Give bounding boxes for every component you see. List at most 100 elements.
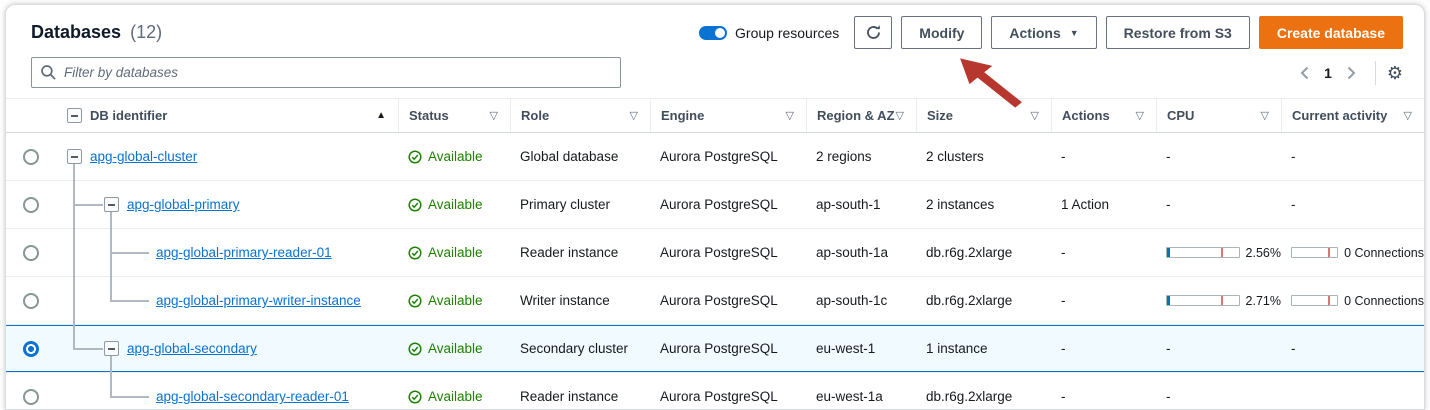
activity-cell: 0 Connections: [1281, 246, 1424, 260]
gear-icon[interactable]: ⚙: [1386, 62, 1403, 83]
db-identifier-link[interactable]: apg-global-primary-writer-instance: [156, 293, 361, 308]
actions-button[interactable]: Actions ▼: [991, 16, 1097, 49]
row-radio[interactable]: [23, 388, 39, 405]
column-label: Current activity: [1292, 108, 1388, 123]
region-cell: ap-south-1a: [816, 245, 889, 260]
role-cell: Global database: [520, 149, 619, 164]
group-resources-control: Group resources: [699, 25, 839, 41]
pending-actions-link[interactable]: 1 Action: [1061, 197, 1110, 212]
tree-line: [110, 252, 149, 254]
cpu-meter-fill: [1167, 248, 1170, 257]
actions-cell: -: [1061, 293, 1066, 308]
column-db-identifier: DB identifier ▲: [50, 99, 398, 132]
column-label: Role: [521, 108, 550, 123]
region-cell: eu-west-1a: [816, 389, 883, 404]
connections-meter: [1291, 295, 1339, 306]
refresh-button[interactable]: [854, 16, 893, 49]
actions-cell: -: [1061, 245, 1066, 260]
db-identifier-link[interactable]: apg-global-primary: [127, 197, 240, 212]
divider: [1374, 60, 1376, 85]
header-select-all: [6, 99, 50, 132]
table-row[interactable]: apg-global-secondary-reader-01 Available…: [6, 373, 1424, 409]
activity-cell: 0 Connections: [1281, 294, 1424, 308]
table-row[interactable]: apg-global-primary-writer-instance Avail…: [6, 277, 1424, 325]
cpu-cell: -: [1166, 389, 1171, 404]
check-circle-icon: [408, 293, 422, 308]
filter-box: [31, 57, 621, 88]
databases-panel: Databases (12) Group resources Modify Ac…: [5, 4, 1425, 410]
collapse-row-icon[interactable]: [104, 341, 119, 356]
current-page[interactable]: 1: [1324, 64, 1332, 81]
cpu-meter: [1166, 247, 1240, 258]
db-identifier-link[interactable]: apg-global-secondary: [127, 341, 257, 356]
create-database-button[interactable]: Create database: [1258, 16, 1403, 49]
actions-cell: 1 Action: [1051, 197, 1156, 212]
sort-icon[interactable]: ▽: [895, 110, 904, 122]
engine-cell: Aurora PostgreSQL: [660, 197, 778, 212]
restore-from-s3-button[interactable]: Restore from S3: [1105, 16, 1250, 49]
engine-cell: Aurora PostgreSQL: [660, 293, 778, 308]
status-badge: Available: [428, 293, 483, 308]
group-resources-label: Group resources: [735, 24, 840, 41]
activity-cell: -: [1291, 149, 1296, 164]
role-cell: Secondary cluster: [520, 341, 629, 356]
modify-button[interactable]: Modify: [901, 16, 983, 49]
tree-line: [110, 356, 112, 397]
collapse-all-icon[interactable]: [67, 108, 82, 123]
size-cell: 1 instance: [926, 341, 988, 356]
cpu-cell: 2.56%: [1156, 246, 1281, 260]
next-page-button[interactable]: [1340, 61, 1364, 85]
table-row[interactable]: apg-global-primary-reader-01 Available R…: [6, 229, 1424, 277]
sort-icon[interactable]: ▽: [785, 110, 794, 122]
engine-cell: Aurora PostgreSQL: [660, 389, 778, 404]
cpu-cell: -: [1166, 341, 1171, 356]
db-identifier-link[interactable]: apg-global-secondary-reader-01: [156, 389, 349, 404]
collapse-row-icon[interactable]: [104, 197, 119, 212]
row-radio[interactable]: [23, 292, 39, 309]
db-identifier-link[interactable]: apg-global-cluster: [90, 149, 198, 164]
row-radio[interactable]: [23, 244, 39, 261]
db-identifier-link[interactable]: apg-global-primary-reader-01: [156, 245, 332, 260]
row-radio-selected[interactable]: [23, 340, 39, 357]
table-row[interactable]: apg-global-cluster Available Global data…: [6, 133, 1424, 181]
group-resources-toggle[interactable]: [699, 25, 728, 40]
sort-icon[interactable]: ▽: [1260, 110, 1269, 122]
status-badge: Available: [428, 197, 483, 212]
cpu-cell: 2.71%: [1156, 294, 1281, 308]
cpu-cell: -: [1166, 197, 1171, 212]
region-cell: ap-south-1: [816, 197, 881, 212]
region-cell: 2 regions: [816, 149, 872, 164]
sort-icon[interactable]: ▽: [1403, 110, 1412, 122]
activity-cell: -: [1291, 341, 1296, 356]
cpu-threshold-marker: [1221, 296, 1224, 305]
table-row[interactable]: apg-global-primary Available Primary clu…: [6, 181, 1424, 229]
caret-down-icon: ▼: [1069, 27, 1079, 38]
cpu-meter: [1166, 295, 1240, 306]
sort-icon[interactable]: ▽: [629, 110, 638, 122]
cpu-threshold-marker: [1221, 248, 1224, 257]
collapse-row-icon[interactable]: [67, 149, 82, 164]
filter-toolbar: 1 ⚙: [6, 53, 1424, 98]
sort-icon[interactable]: ▽: [489, 110, 498, 122]
engine-cell: Aurora PostgreSQL: [660, 149, 778, 164]
row-radio[interactable]: [23, 196, 39, 213]
table-header: DB identifier ▲ Status ▽ Role ▽ Engine ▽…: [6, 98, 1424, 133]
column-status: Status ▽: [398, 99, 510, 132]
role-cell: Reader instance: [520, 245, 619, 260]
header-toolbar: Databases (12) Group resources Modify Ac…: [6, 5, 1424, 53]
page-title: Databases (12): [31, 22, 162, 43]
table-row-selected[interactable]: apg-global-secondary Available Secondary…: [6, 325, 1424, 373]
column-label: Status: [409, 108, 449, 123]
sort-icon[interactable]: ▽: [1135, 110, 1144, 122]
header-actions: Group resources Modify Actions ▼ Restore…: [699, 16, 1403, 49]
tree-line: [110, 300, 149, 302]
size-cell: db.r6g.2xlarge: [926, 293, 1013, 308]
role-cell: Primary cluster: [520, 197, 611, 212]
filter-input[interactable]: [31, 57, 621, 88]
sort-icon[interactable]: ▽: [1030, 110, 1039, 122]
row-radio[interactable]: [23, 148, 39, 165]
cpu-cell: -: [1166, 149, 1171, 164]
sort-ascending-icon[interactable]: ▲: [376, 110, 386, 121]
previous-page-button[interactable]: [1292, 61, 1316, 85]
column-label: Region & AZ: [817, 108, 895, 123]
